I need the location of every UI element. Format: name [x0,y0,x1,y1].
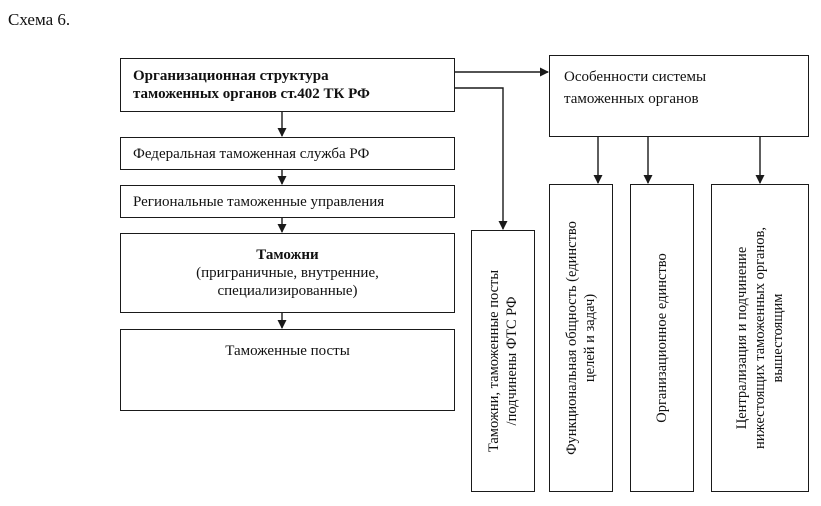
features-box: Особенности системы таможенных органов [549,55,809,137]
features-line1: Особенности системы [564,69,707,85]
customs-title: Таможни [256,247,319,263]
rtu-box: Региональные таможенные управления [120,185,455,218]
customs-box: Таможни (приграничные, внутренние, специ… [120,233,455,313]
centralization-box: Централизация и подчинение нижестоящих т… [711,184,809,492]
rtu-label: Региональные таможенные управления [133,193,385,210]
features-line2: таможенных органов [564,91,699,107]
functional-unity-box: Функциональная общность (единство целей … [549,184,613,492]
subordinate-text: Таможни, таможенные посты /подчинены ФТС… [486,269,520,453]
arrow-structure-to-subordinate [455,87,508,230]
organizational-unity-text: Организационное единство [654,253,670,423]
subordinate-box: Таможни, таможенные посты /подчинены ФТС… [471,230,535,492]
customs-line2: (приграничные, внутренние, [196,265,379,281]
fts-box: Федеральная таможенная служба РФ [120,137,455,170]
schema-caption: Схема 6. [8,10,71,29]
fts-label: Федеральная таможенная служба РФ [133,145,370,162]
functional-unity-text: Функциональная общность (единство целей … [564,221,598,455]
org-structure-line1: Организационная структура [133,68,329,84]
posts-box: Таможенные посты [120,329,455,411]
organizational-unity-box: Организационное единство [630,184,694,492]
centralization-text: Централизация и подчинение нижестоящих т… [734,227,786,449]
org-structure-line2: таможенных органов ст.402 ТК РФ [133,86,370,102]
customs-line3: специализированные) [217,283,358,299]
org-structure-box: Организационная структура таможенных орг… [120,58,455,112]
posts-label: Таможенные посты [225,343,350,359]
